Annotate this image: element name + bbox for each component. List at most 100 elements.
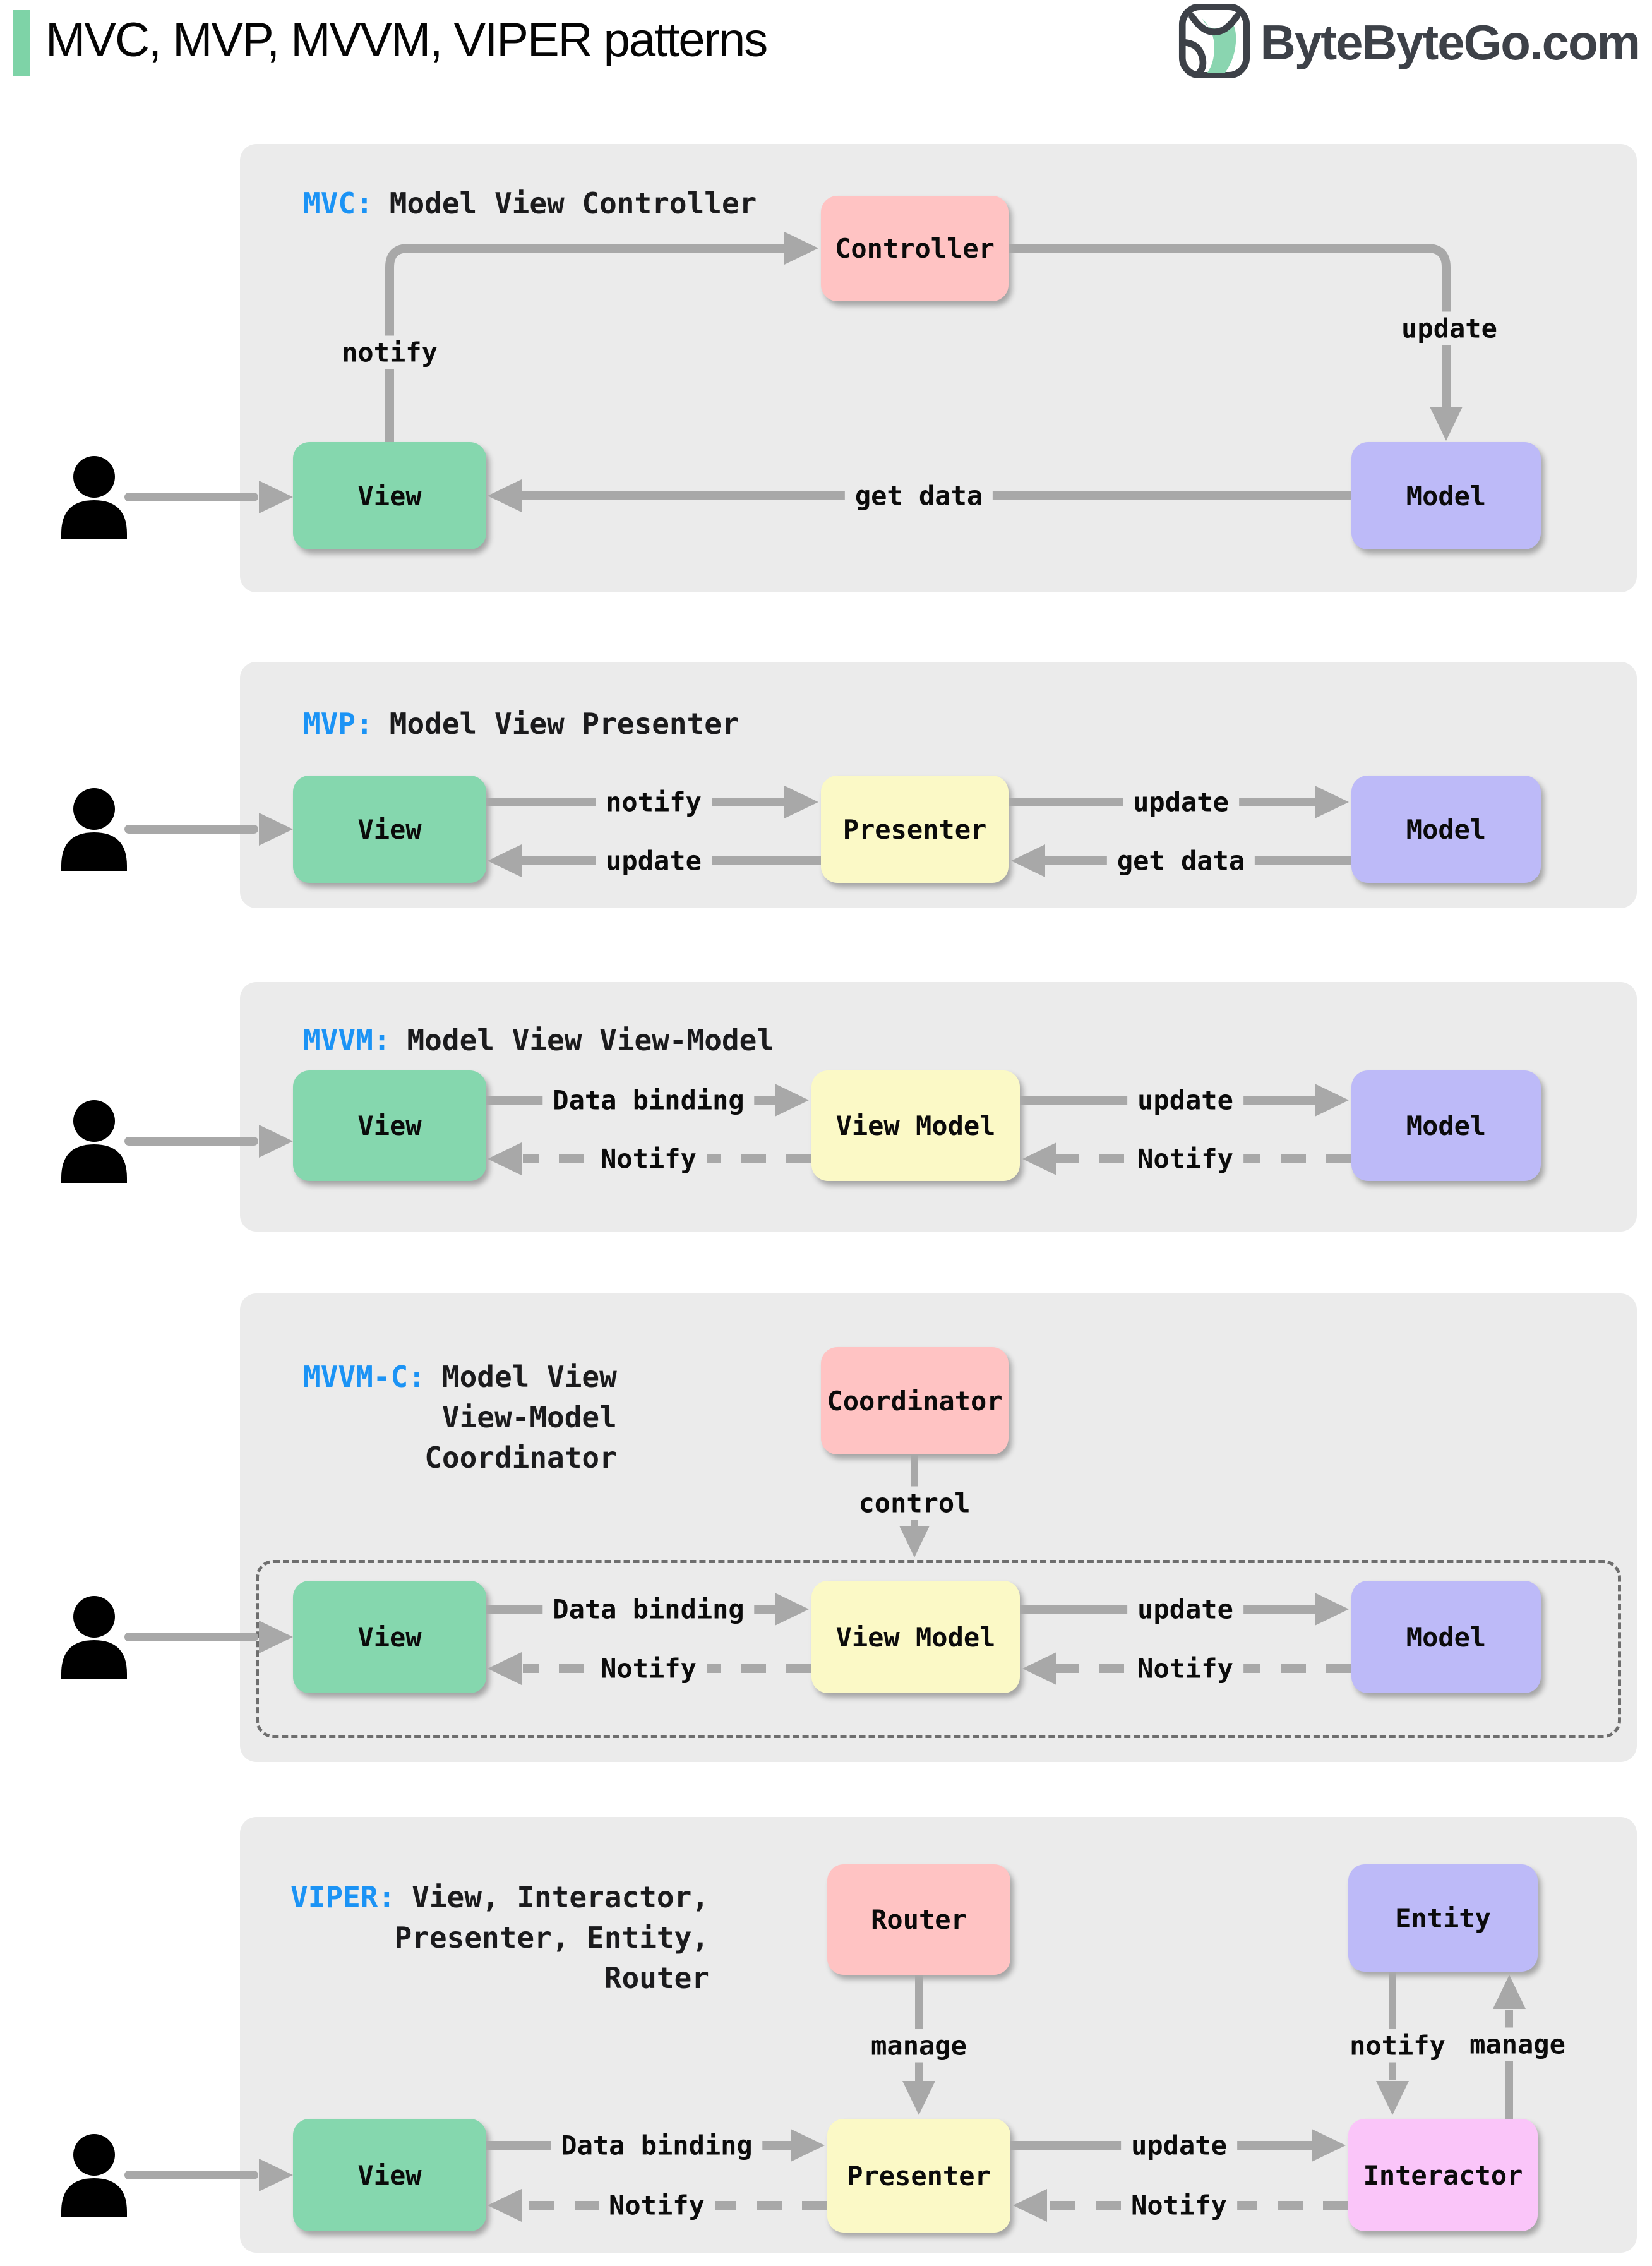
arrow-label-control: control (848, 1486, 981, 1520)
logo-text: ByteByteGo.com (1260, 14, 1641, 70)
user-arrow-mvvm (124, 1125, 293, 1158)
panel-mvc-subtitle: Model View Controller (389, 186, 757, 220)
user-icon (61, 1100, 127, 1183)
arrow-label-notify: notify (596, 785, 712, 819)
arrows-layer-mvc (385, 232, 1463, 512)
panel-mvp-title: MVP:Model View Presenter (303, 704, 739, 744)
box-coordinator-label: Coordinator (827, 1385, 1003, 1417)
box-model-mvvmc: Model (1351, 1581, 1541, 1693)
title-accent-bar (13, 10, 30, 76)
box-presenter-viper: Presenter (827, 2119, 1010, 2233)
arrow-label-notify-viewmodel: Notify (1127, 1652, 1243, 1686)
panel-mvvm-tag: MVVM: (303, 1023, 391, 1057)
user-icon (61, 2134, 127, 2217)
box-model-label: Model (1406, 813, 1487, 845)
box-view-label: View (357, 813, 422, 845)
arrow-label-update: update (1121, 2128, 1237, 2162)
panel-mvvmc-subtitle-3: Coordinator (424, 1441, 617, 1475)
bytebytego-logo-icon (1177, 3, 1252, 81)
arrow-label-update: update (1391, 311, 1507, 345)
panel-mvc-title: MVC: Model View Controller (303, 183, 757, 224)
panel-mvp: MVP:Model View Presenter View Presenter … (240, 662, 1637, 908)
arrow-label-get-data: get data (844, 479, 993, 513)
arrow-label-manage-entity: manage (1459, 2027, 1576, 2061)
box-presenter-label: Presenter (842, 813, 987, 845)
box-router: Router (827, 1864, 1010, 1975)
box-view-mvvmc: View (293, 1581, 486, 1693)
panel-viper-subtitle-1: View, Interactor, (412, 1880, 709, 1914)
panel-mvc-tag: MVC: (303, 186, 373, 220)
box-view-label: View (357, 480, 422, 512)
panel-mvvm: MVVM: Model View View-Model View View Mod… (240, 982, 1637, 1232)
arrows-layer-mvvm (486, 1084, 1351, 1175)
panel-mvp-subtitle: Model View Presenter (389, 707, 739, 741)
panel-mvvmc-tag: MVVM-C: (303, 1360, 426, 1394)
box-view-viper: View (293, 2119, 486, 2231)
box-view-mvc: View (293, 442, 486, 549)
panel-viper: VIPER: View, Interactor, Presenter, Entit… (240, 1817, 1637, 2253)
arrow-label-notify-view: Notify (599, 2188, 715, 2222)
box-view-label: View (357, 1110, 422, 1141)
panel-viper-title: VIPER: View, Interactor, Presenter, Entit… (290, 1877, 709, 1998)
arrow-label-get-data: get data (1106, 844, 1255, 878)
arrow-label-update-view: update (596, 844, 712, 878)
box-entity-label: Entity (1395, 1902, 1491, 1934)
box-interactor: Interactor (1348, 2119, 1538, 2231)
panel-viper-subtitle-3: Router (604, 1961, 709, 1995)
box-model-mvc: Model (1351, 442, 1541, 549)
box-viewmodel-label: View Model (835, 1110, 996, 1141)
arrow-label-update-model: update (1123, 785, 1239, 819)
arrow-label-data-binding: Data binding (542, 1592, 755, 1626)
box-model-mvvm: Model (1351, 1070, 1541, 1181)
arrow-label-manage-router: manage (861, 2029, 977, 2063)
box-controller-label: Controller (835, 233, 995, 264)
panel-mvc: MVC: Model View Controller Controller Vie… (240, 144, 1637, 592)
user-arrow-mvp (124, 813, 293, 846)
user-icon (61, 1596, 127, 1679)
box-view-mvp: View (293, 776, 486, 883)
arrow-label-notify-viewmodel: Notify (1127, 1142, 1243, 1176)
arrow-label-data-binding: Data binding (542, 1083, 755, 1117)
box-presenter-mvp: Presenter (821, 776, 1009, 883)
arrow-label-notify-presenter: Notify (1121, 2188, 1237, 2222)
user-arrow-mvvmc (124, 1621, 293, 1653)
bytebytego-logo: ByteByteGo.com (1177, 3, 1641, 81)
user-icon (61, 456, 127, 539)
box-coordinator: Coordinator (821, 1347, 1009, 1454)
box-model-mvp: Model (1351, 776, 1541, 883)
box-view-label: View (357, 2159, 422, 2191)
box-model-label: Model (1406, 1110, 1487, 1141)
box-viewmodel-mvvm: View Model (811, 1070, 1020, 1181)
arrow-label-notify-view: Notify (590, 1652, 707, 1686)
box-interactor-label: Interactor (1363, 2159, 1523, 2191)
box-model-label: Model (1406, 480, 1487, 512)
box-router-label: Router (871, 1904, 967, 1935)
user-arrow-mvc (124, 481, 293, 513)
arrow-label-update: update (1127, 1592, 1243, 1626)
box-controller: Controller (821, 196, 1009, 301)
arrow-manage-router-to-presenter (902, 1975, 935, 2115)
arrow-label-notify: notify (332, 335, 448, 369)
arrow-label-update: update (1127, 1083, 1243, 1117)
panel-viper-subtitle-2: Presenter, Entity, (394, 1921, 709, 1955)
panel-mvvmc-subtitle-2: View-Model (441, 1400, 617, 1434)
user-arrow-viper (124, 2159, 293, 2191)
arrow-label-notify-view: Notify (590, 1142, 707, 1176)
box-model-label: Model (1406, 1621, 1487, 1653)
page-title: MVC, MVP, MVVM, VIPER patterns (45, 13, 768, 67)
arrow-label-notify-entity: notify (1339, 2029, 1456, 2063)
arrow-label-data-binding: Data binding (551, 2128, 763, 2162)
box-entity: Entity (1348, 1864, 1538, 1972)
box-view-mvvm: View (293, 1070, 486, 1181)
box-viewmodel-mvvmc: View Model (811, 1581, 1020, 1693)
panel-viper-tag: VIPER: (290, 1880, 396, 1914)
panel-mvvmc-subtitle-1: Model View (441, 1360, 617, 1394)
arrow-update-controller-to-model (1009, 244, 1463, 441)
arrows-layer-mvp (486, 786, 1351, 877)
arrow-notify-view-to-controller (385, 232, 818, 442)
panel-mvvm-subtitle: Model View View-Model (407, 1023, 775, 1057)
mvvm-group-dashed-container (256, 1560, 1621, 1738)
panel-mvvmc: MVVM-C: Model View View-Model Coordinator… (240, 1293, 1637, 1762)
box-viewmodel-label: View Model (835, 1621, 996, 1653)
